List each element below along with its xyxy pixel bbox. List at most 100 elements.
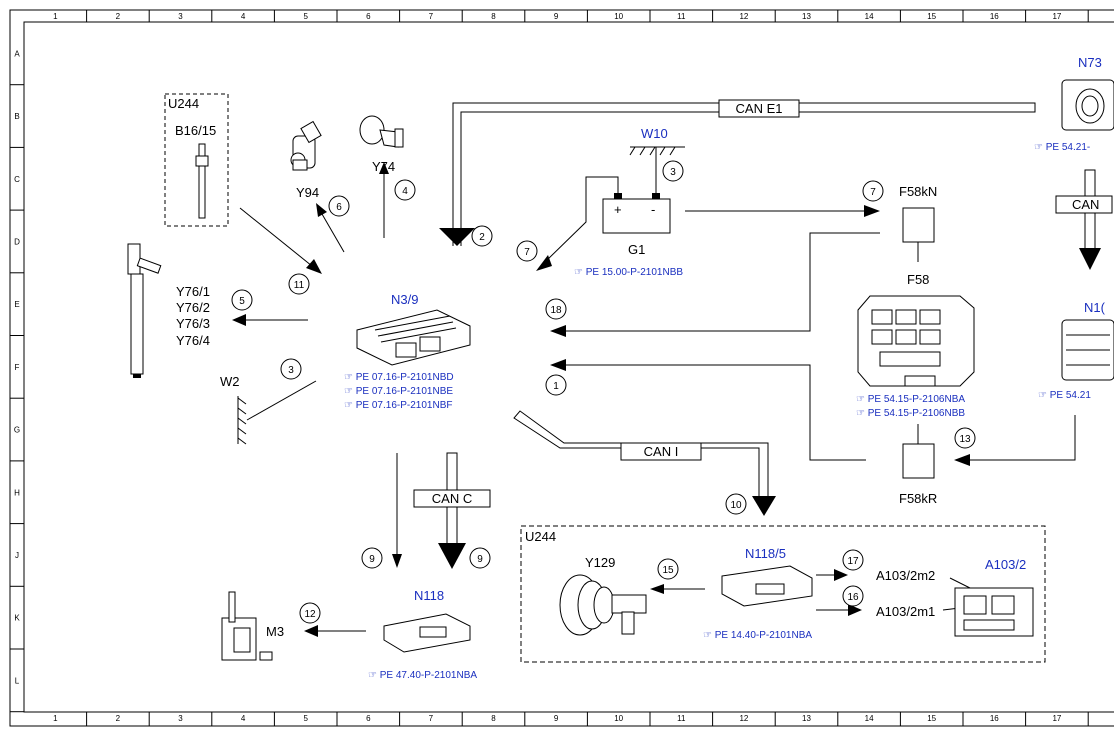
y76-injector-icon — [127, 243, 162, 378]
f58-fuse-box-icon — [857, 295, 975, 387]
n3-9-ref-1-icon: ☞ — [344, 372, 356, 383]
n3-9-ref-1-text: PE 07.16-P-2101NBD — [356, 372, 454, 383]
can-e1-label: CAN E1 — [736, 101, 783, 116]
circle-label-a7b: 7 — [870, 187, 876, 198]
column-marker-top: 16 — [990, 12, 999, 21]
n10-label: N1( — [1084, 300, 1106, 315]
row-marker: C — [14, 175, 20, 184]
n3-9-ref-2: ☞ PE 07.16-P-2101NBE — [344, 386, 453, 397]
circle-label-a6: 6 — [336, 202, 342, 213]
n10-ref-text: PE 54.21 — [1050, 390, 1092, 401]
n10-ref-icon: ☞ — [1038, 390, 1050, 401]
y76-1-label: Y76/1 — [176, 284, 210, 299]
column-marker-bottom: 5 — [303, 714, 308, 723]
column-marker-top: 13 — [802, 12, 811, 21]
n3-9-ref-3-text: PE 07.16-P-2101NBF — [356, 400, 453, 411]
row-marker: L — [15, 676, 20, 685]
circle-a16 — [842, 585, 864, 607]
column-marker-bottom: 3 — [178, 714, 183, 723]
n118-5-module-icon — [721, 565, 813, 607]
y76-2-label: Y76/2 — [176, 300, 210, 315]
n10-module-icon — [1061, 319, 1114, 381]
a103-2m1-label: A103/2m1 — [876, 604, 935, 619]
circle-a11 — [288, 273, 310, 295]
g1-ref-icon: ☞ — [574, 267, 586, 278]
f58-ref-2: ☞ PE 54.15-P-2106NBB — [856, 408, 965, 419]
n118-ref-text: PE 47.40-P-2101NBA — [380, 670, 478, 681]
n73-label: N73 — [1078, 55, 1102, 70]
circle-label-a4: 4 — [402, 186, 408, 197]
y94-valve-icon — [290, 120, 322, 171]
wire-18 — [566, 232, 880, 332]
column-ruler: 1122334455667788991010111112121313141415… — [53, 10, 1089, 726]
column-marker-bottom: 17 — [1052, 714, 1061, 723]
f58kr-label: F58kR — [899, 491, 937, 506]
column-marker-bottom: 12 — [739, 714, 748, 723]
w2-label: W2 — [220, 374, 240, 389]
n3-9-ecu-icon — [356, 309, 471, 366]
column-marker-bottom: 8 — [491, 714, 496, 723]
column-marker-bottom: 1 — [53, 714, 58, 723]
n3-9-ref-3: ☞ PE 07.16-P-2101NBF — [344, 400, 452, 411]
circle-label-a10: 10 — [730, 500, 742, 511]
column-marker-top: 1 — [53, 12, 58, 21]
w10-label: W10 — [641, 126, 668, 141]
y129-label: Y129 — [585, 555, 615, 570]
u244-top-label: U244 — [168, 96, 199, 111]
row-marker: D — [14, 237, 20, 246]
n118-5-ref-icon: ☞ — [703, 630, 715, 641]
row-marker: E — [14, 300, 19, 309]
g1-plus: + — [614, 202, 622, 217]
n118-module-icon — [383, 613, 471, 653]
circle-a3a — [662, 160, 684, 182]
n118-label: N118 — [414, 588, 444, 603]
row-marker: F — [15, 363, 20, 372]
u244-bottom-label: U244 — [525, 529, 556, 544]
circle-a15 — [657, 558, 679, 580]
m3-label: M3 — [266, 624, 284, 639]
n3-9-ref-2-icon: ☞ — [344, 386, 356, 397]
row-marker: H — [14, 488, 20, 497]
y94-label: Y94 — [296, 185, 319, 200]
column-marker-top: 10 — [614, 12, 623, 21]
circle-label-a3a: 3 — [670, 167, 676, 178]
n3-9-label: N3/9 — [391, 292, 418, 307]
can-c-bus: CAN C — [413, 452, 491, 569]
a103-2-label: A103/2 — [985, 557, 1026, 572]
circle-label-a13: 13 — [959, 434, 971, 445]
g1-ref: ☞ PE 15.00-P-2101NBB — [574, 267, 683, 278]
column-marker-top: 8 — [491, 12, 496, 21]
wire-6 — [321, 213, 345, 253]
n118-5-ref-text: PE 14.40-P-2101NBA — [715, 630, 813, 641]
wire-1 — [566, 364, 866, 461]
f58-ref-2-text: PE 54.15-P-2106NBB — [868, 408, 966, 419]
can-right-label: CAN — [1072, 197, 1099, 212]
row-marker: J — [15, 551, 19, 560]
w10-ground-icon — [629, 146, 685, 196]
column-marker-top: 6 — [366, 12, 371, 21]
n73-ref-text: PE 54.21- — [1046, 142, 1090, 153]
n118-ref-icon: ☞ — [368, 670, 380, 681]
column-marker-bottom: 4 — [241, 714, 246, 723]
outer-frame — [9, 9, 1114, 727]
u244-top-box — [164, 93, 229, 227]
circle-a17 — [842, 549, 864, 571]
circle-label-a9a: 9 — [369, 554, 375, 565]
can-c-label: CAN C — [432, 491, 472, 506]
column-marker-bottom: 2 — [116, 714, 121, 723]
inner-frame — [23, 21, 1114, 713]
row-marker: A — [14, 49, 20, 58]
column-marker-top: 4 — [241, 12, 246, 21]
m3-pump-icon — [221, 591, 273, 661]
f58-label: F58 — [907, 272, 929, 287]
n3-9-ref-3-icon: ☞ — [344, 400, 356, 411]
y129-valve-icon — [559, 574, 647, 636]
circle-a5 — [231, 289, 253, 311]
b16-15-sensor-icon — [195, 143, 209, 219]
b16-15-label: B16/15 — [175, 123, 216, 138]
y76-4-label: Y76/4 — [176, 333, 210, 348]
column-marker-top: 9 — [554, 12, 559, 21]
column-marker-top: 15 — [927, 12, 936, 21]
